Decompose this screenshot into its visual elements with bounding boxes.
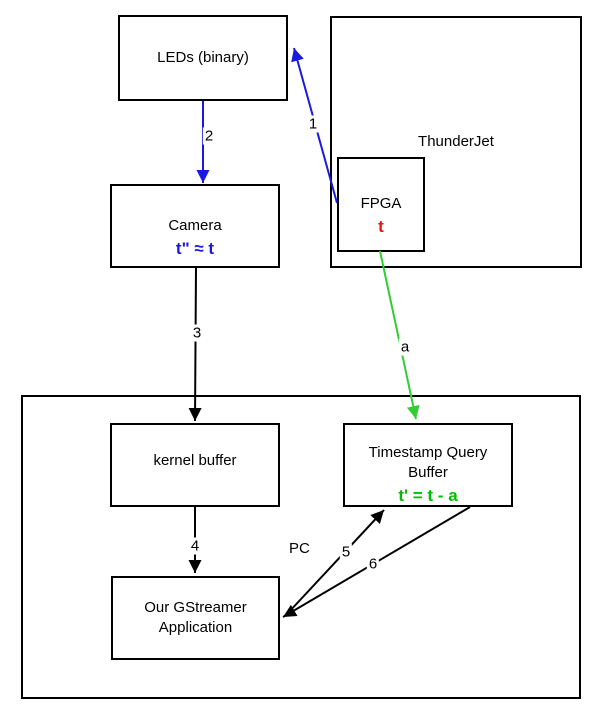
container-pc — [21, 395, 581, 699]
edge-a-fpga-to-timestamp-buffer — [379, 250, 420, 420]
node-gstreamer-application: Our GStreamer Application — [111, 576, 280, 660]
pc-label: PC — [289, 540, 310, 557]
edge-label-6: 6 — [366, 555, 380, 573]
node-timestamp-query-buffer: Timestamp Query Buffer t' = t - a — [343, 423, 513, 507]
edge-label-4: 4 — [188, 537, 202, 555]
gstreamer-application-label: Our GStreamer Application — [144, 599, 247, 636]
camera-formula: t" ≈ t — [175, 239, 215, 258]
node-leds-binary: LEDs (binary) — [118, 15, 288, 101]
camera-label: Camera — [168, 217, 222, 234]
timestamp-formula: t' = t - a — [398, 486, 458, 505]
fpga-label: FPGA — [360, 194, 402, 212]
node-fpga: FPGA t — [337, 157, 425, 252]
timestamp-query-buffer-label: Timestamp Query Buffer — [368, 444, 488, 481]
fpga-formula: t — [378, 216, 384, 236]
edge-label-a: a — [398, 338, 412, 356]
node-camera: Camera t" ≈ t — [110, 184, 280, 268]
thunderjet-label: ThunderJet — [418, 133, 494, 150]
edge-label-1: 1 — [306, 115, 320, 133]
edge-label-2: 2 — [202, 127, 216, 145]
leds-label: LEDs (binary) — [157, 49, 249, 66]
kernel-buffer-label: kernel buffer — [153, 452, 237, 469]
node-kernel-buffer: kernel buffer — [110, 423, 280, 507]
edge-label-3: 3 — [190, 324, 204, 342]
edge-label-5: 5 — [339, 543, 353, 561]
